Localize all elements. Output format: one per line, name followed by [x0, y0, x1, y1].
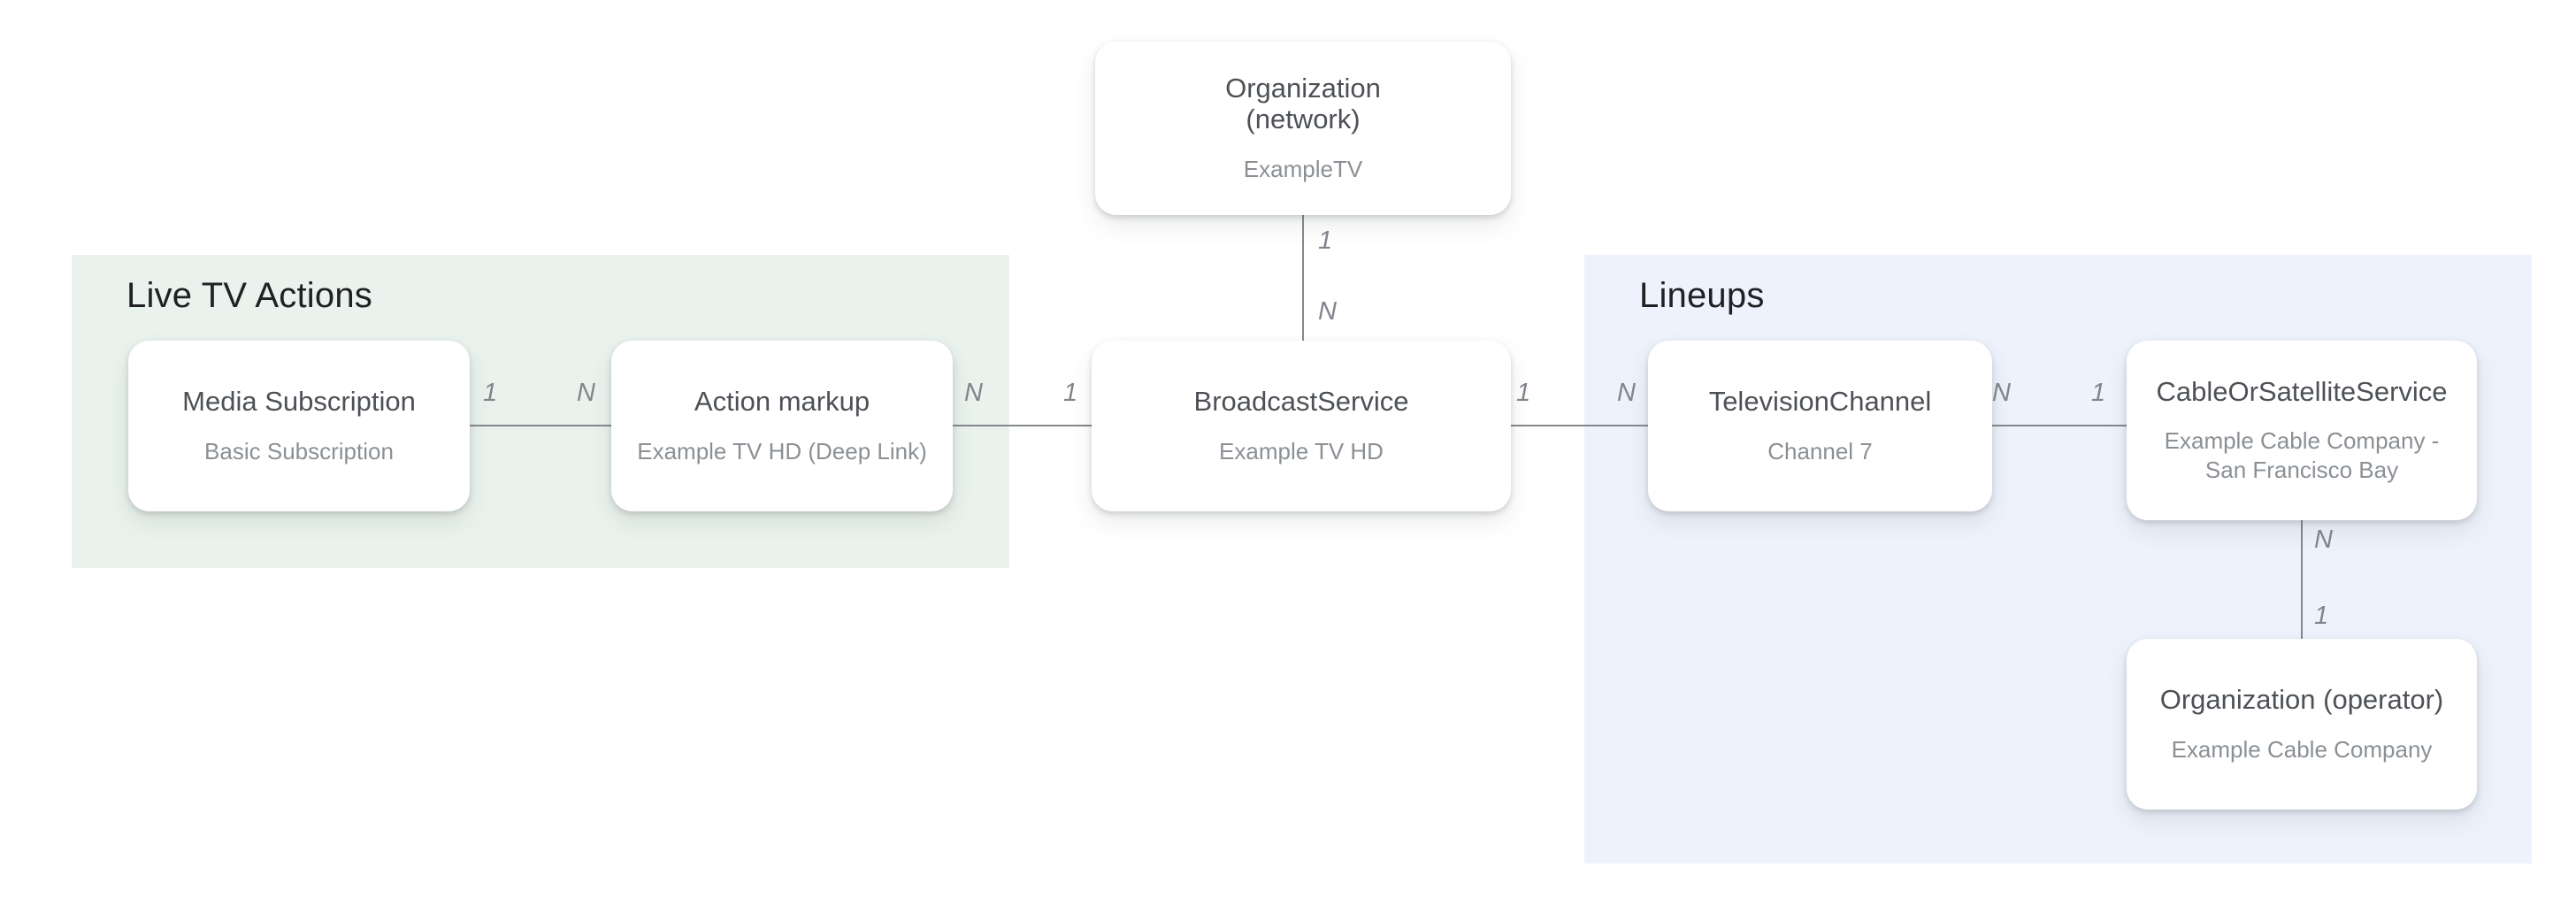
node-title: Media Subscription	[182, 386, 416, 418]
cardinality-label: N	[964, 379, 983, 407]
connector-broadcast-service-television-channel	[1511, 425, 1648, 426]
node-subtitle: Example TV HD	[1219, 437, 1384, 465]
node-title: BroadcastService	[1193, 386, 1409, 418]
cardinality-label: N	[2314, 526, 2333, 554]
node-cable-or-satellite-service: CableOrSatelliteService Example Cable Co…	[2127, 341, 2477, 520]
cardinality-label: N	[1617, 379, 1636, 407]
node-title: Action markup	[694, 386, 870, 418]
node-action-markup: Action markup Example TV HD (Deep Link)	[611, 341, 953, 511]
node-subtitle: Example Cable Company	[2171, 735, 2433, 763]
cardinality-label: N	[1992, 379, 2011, 407]
node-title: CableOrSatelliteService	[2156, 375, 2448, 407]
cardinality-label: 1	[1063, 379, 1078, 407]
node-title: Organization (network)	[1225, 72, 1381, 135]
node-media-subscription: Media Subscription Basic Subscription	[128, 341, 470, 511]
connector-action-markup-broadcast-service	[953, 425, 1092, 426]
node-title: TelevisionChannel	[1708, 386, 1932, 418]
node-title: Organization (operator)	[2159, 684, 2444, 716]
node-organization-operator: Organization (operator) Example Cable Co…	[2127, 639, 2477, 810]
group-label-live-tv-actions: Live TV Actions	[126, 276, 372, 315]
cardinality-label: 1	[2314, 602, 2329, 630]
node-subtitle: Example TV HD (Deep Link)	[637, 437, 927, 465]
node-organization-network: Organization (network) ExampleTV	[1095, 42, 1511, 215]
group-label-lineups: Lineups	[1639, 276, 1765, 315]
cardinality-label: 1	[2091, 379, 2106, 407]
connector-organization-network-broadcast-service	[1302, 215, 1304, 342]
node-broadcast-service: BroadcastService Example TV HD	[1092, 341, 1511, 511]
cardinality-label: N	[577, 379, 595, 407]
cardinality-label: 1	[1318, 226, 1333, 255]
connector-television-channel-cable-or-satellite-service	[1992, 425, 2127, 426]
node-subtitle: Basic Subscription	[204, 437, 394, 465]
node-subtitle: Example Cable Company - San Francisco Ba…	[2164, 427, 2440, 484]
node-subtitle: ExampleTV	[1243, 156, 1363, 183]
node-subtitle: Channel 7	[1767, 437, 1873, 465]
cardinality-label: 1	[483, 379, 498, 407]
cardinality-label: N	[1318, 297, 1337, 326]
cardinality-label: 1	[1516, 379, 1531, 407]
node-television-channel: TelevisionChannel Channel 7	[1648, 341, 1992, 511]
connector-cable-or-satellite-service-organization-operator	[2301, 520, 2303, 639]
connector-media-subscription-action-markup	[470, 425, 611, 426]
